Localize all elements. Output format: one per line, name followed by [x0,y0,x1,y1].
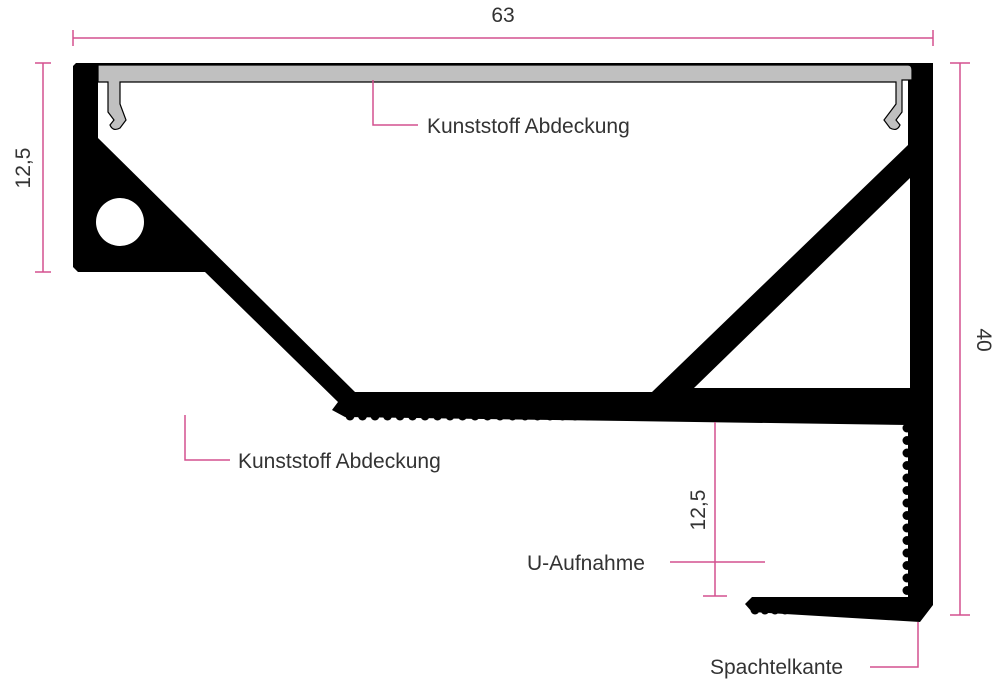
cover-top-label: Kunststoff Abdeckung [427,115,630,138]
dimension-total-height: 40 [950,62,995,616]
screw-hole [96,198,144,246]
rib [902,561,912,570]
rib [508,411,517,421]
callout-plaster-edge: Spachtelkante [710,622,919,679]
rib [420,411,430,421]
rib [745,411,755,421]
callout-cover-top: Kunststoff Abdeckung [372,80,630,138]
rib [733,411,742,421]
plastic-cover [97,64,913,131]
rib [583,411,592,421]
rib [902,436,912,445]
dimension-total-height-label: 40 [972,328,995,351]
rib [758,411,767,421]
rib [483,411,492,421]
rib [810,605,820,615]
rib [840,605,850,615]
rib [783,411,792,421]
rib [860,605,870,615]
rib [795,411,805,421]
rib [902,586,912,595]
rib [902,473,912,483]
rib [790,605,800,615]
rib [570,411,580,421]
rib [458,411,467,421]
rib [545,411,555,421]
rib [383,411,392,421]
dimension-u-depth-label: 12,5 [687,490,710,531]
u-mount-label: U-Aufnahme [527,552,645,575]
dimension-width-label: 63 [491,4,514,27]
callout-u-mount: U-Aufnahme [527,552,765,575]
rib [800,605,810,615]
rib [695,411,705,421]
rib [433,411,442,421]
rib [370,411,380,421]
rib [820,605,830,615]
aluminium-profile [73,63,933,622]
rib [902,523,912,533]
rib [670,411,680,421]
rib [830,605,840,615]
profile-ribs [345,411,912,615]
dimension-left-height-label: 12,5 [12,148,35,189]
rib [902,486,912,495]
rib [833,411,842,421]
rib [395,411,405,421]
rib [358,411,367,421]
rib [750,605,760,615]
rib [533,411,542,421]
rib [345,411,355,421]
rib [902,448,912,458]
rib [890,605,900,615]
rib [895,411,905,421]
rib [658,411,667,421]
rib [595,411,605,421]
rib [845,411,855,421]
rib [808,411,817,421]
rib [870,605,880,615]
rib [683,411,692,421]
plaster-edge-label: Spachtelkante [710,656,843,679]
rib [820,411,830,421]
rib [495,411,505,421]
rib [883,411,892,421]
rib [770,411,780,421]
rib [708,411,717,421]
rib [558,411,567,421]
rib [858,411,867,421]
dimension-u-depth: 12,5 [687,422,727,597]
dimension-width: 63 [72,4,934,46]
rib [720,411,730,421]
rib [902,461,912,470]
rib [780,605,790,615]
rib [445,411,455,421]
rib [520,411,530,421]
rib [760,605,770,615]
rib [880,605,890,615]
rib [902,548,912,558]
rib [902,536,912,545]
rib [870,411,880,421]
rib [645,411,655,421]
rib [902,573,912,583]
rib [770,605,780,615]
rib [470,411,480,421]
rib [850,605,860,615]
rib [902,498,912,508]
rib [620,411,630,421]
cover-bottom-label: Kunststoff Abdeckung [238,450,441,473]
rib [633,411,642,421]
rib [902,511,912,520]
rib [608,411,617,421]
rib [902,423,912,433]
dimension-left-height: 12,5 [12,62,51,273]
rib [408,411,417,421]
callout-cover-bottom: Kunststoff Abdeckung [184,415,441,473]
